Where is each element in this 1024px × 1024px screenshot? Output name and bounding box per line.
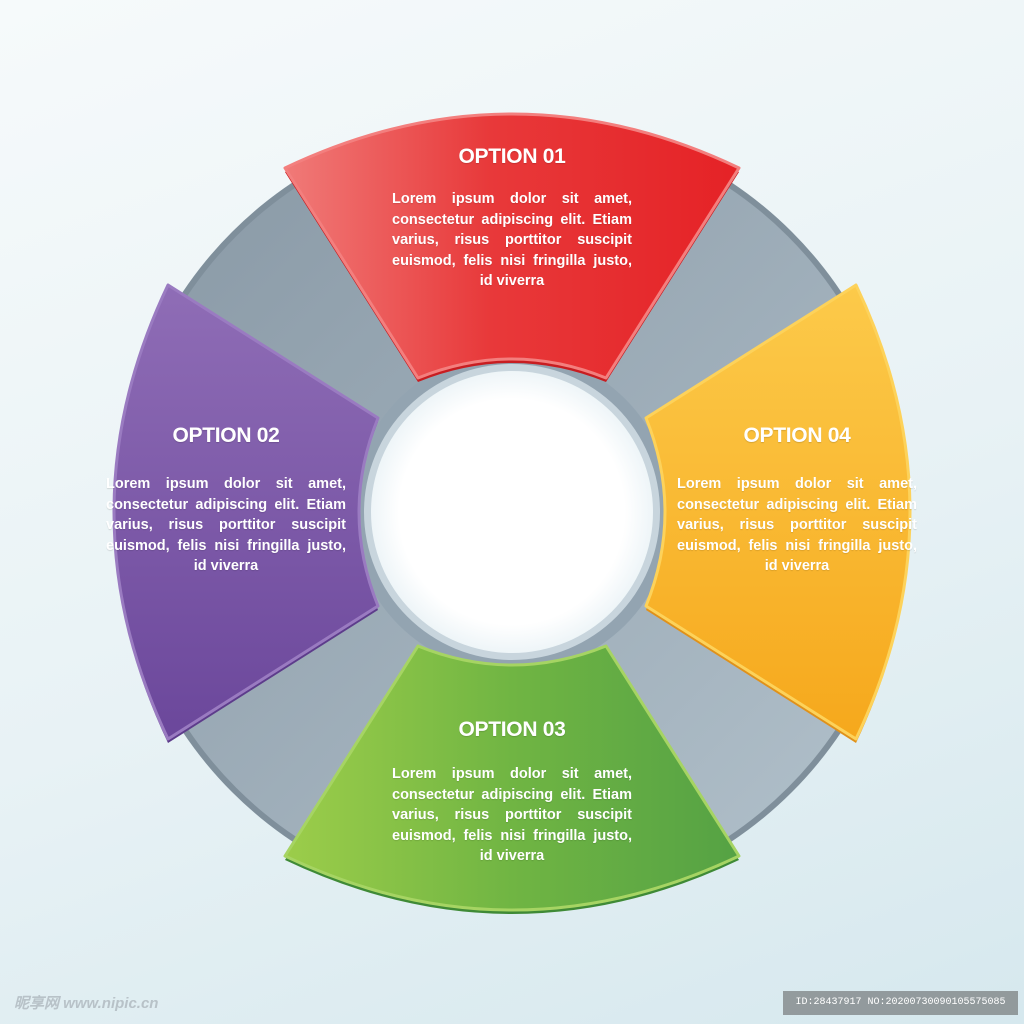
option-02-text: Lorem ipsum dolor sit amet, consectetur … <box>106 476 346 574</box>
option-03-text: Lorem ipsum dolor sit amet, consectetur … <box>392 766 632 864</box>
option-01-title: OPTION 01 <box>458 145 566 168</box>
option-03-title: OPTION 03 <box>458 718 566 741</box>
watermark-logo: 昵享网 www.nipic.cn <box>14 995 159 1012</box>
center-hole <box>371 371 653 653</box>
option-01-text: Lorem ipsum dolor sit amet, consectetur … <box>392 191 632 289</box>
option-02-title: OPTION 02 <box>172 424 280 447</box>
segment-option-03 <box>283 644 741 914</box>
option-04-title: OPTION 04 <box>743 424 851 447</box>
option-04-text: Lorem ipsum dolor sit amet, consectetur … <box>677 476 917 574</box>
segment-option-02 <box>112 283 380 743</box>
segment-option-01 <box>283 112 741 382</box>
watermark-id: ID:28437917 NO:20200730090105575085 <box>783 991 1018 1015</box>
segment-option-04 <box>644 283 912 743</box>
